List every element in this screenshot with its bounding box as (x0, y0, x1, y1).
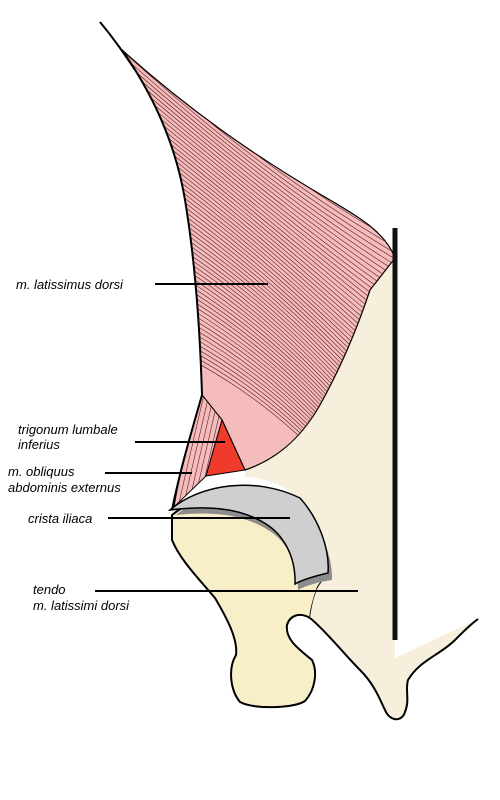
muscle-fiber (122, 50, 390, 126)
muscle-fiber (92, 0, 381, 25)
label-obliquus-2: abdominis externus (8, 480, 121, 495)
obliquus-fiber (125, 390, 155, 520)
muscle-fiber (122, 60, 395, 276)
muscle-fiber (150, 242, 395, 470)
label-latissimus: m. latissimus dorsi (16, 277, 124, 292)
muscle-fiber (122, 50, 384, 57)
muscle-fiber (122, 50, 386, 76)
muscle-fiber (91, 0, 381, 19)
muscle-fiber (122, 50, 395, 263)
crista-iliaca (167, 484, 329, 586)
muscle-fiber (125, 76, 395, 294)
muscle-fiber (123, 65, 395, 282)
tendon-sheet (245, 258, 478, 719)
muscle-fiber (122, 50, 390, 120)
muscle-fiber (90, 0, 380, 7)
muscle-fiber (165, 341, 395, 470)
label-trigonum-1: trigonum lumbale (18, 422, 118, 437)
muscle-fiber (122, 50, 392, 145)
muscle-fiber (147, 221, 395, 469)
muscle-fiber (124, 70, 395, 288)
label-crista: crista iliaca (28, 511, 92, 526)
label-obliquus-1: m. obliquus (8, 464, 75, 479)
obliquus-fiber (135, 390, 165, 520)
label-trigonum-2: inferius (18, 437, 60, 452)
muscle-fiber (122, 55, 395, 269)
muscle-fiber (164, 336, 395, 470)
muscle-fiber (122, 50, 386, 70)
muscle-fiber (93, 0, 382, 32)
muscle-fiber (147, 226, 395, 470)
obliquus-fiber (174, 395, 176, 507)
obliquus-fiber (140, 390, 170, 520)
muscle-fiber (122, 50, 385, 64)
muscle-fiber (146, 216, 395, 463)
trigonum-lumbale (205, 418, 246, 477)
muscle-fiber (149, 237, 395, 470)
muscle-fiber (122, 50, 384, 51)
muscle-fiber (94, 0, 383, 44)
flank-outline (121, 49, 204, 511)
obliquus-fiber (174, 395, 206, 507)
label-tendo-1: tendo (33, 582, 66, 597)
muscle-fiber (151, 252, 395, 470)
muscle-fiber (165, 346, 395, 470)
muscle-fiber (93, 0, 382, 38)
muscle-fiber (148, 232, 395, 470)
muscle-fiber (122, 50, 389, 114)
muscle-fiber (122, 50, 391, 132)
obliquus-fiber (130, 390, 160, 520)
label-tendo-2: m. latissimi dorsi (33, 598, 130, 613)
muscle-fiber (90, 0, 380, 13)
obliquus-fiber (120, 390, 150, 520)
muscle-fiber (122, 50, 389, 107)
tendon-outline (309, 617, 479, 721)
muscle-fiber (122, 50, 391, 138)
